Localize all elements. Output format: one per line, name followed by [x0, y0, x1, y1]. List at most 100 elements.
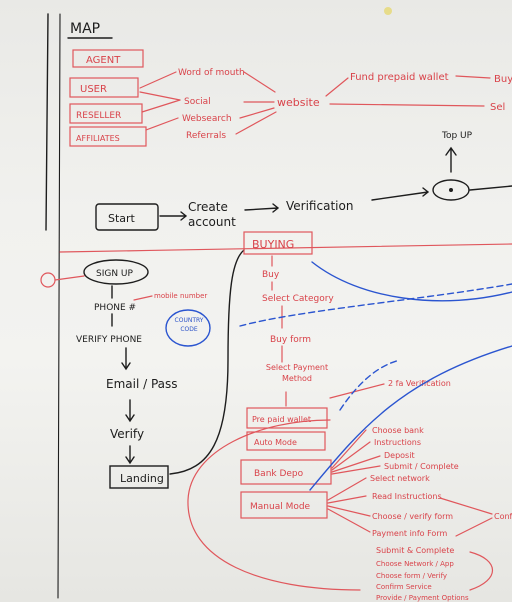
arrow	[125, 445, 135, 465]
arrow	[331, 429, 367, 469]
arrow	[329, 383, 385, 399]
buying-step-form: Buy form	[270, 335, 311, 345]
arrow	[243, 71, 276, 93]
arrow	[54, 275, 85, 281]
user-type-agent: AGENT	[86, 55, 121, 66]
blue-line	[309, 345, 512, 491]
magnet-icon	[384, 7, 392, 15]
loop-line	[469, 551, 494, 591]
signup-step-landing: Landing	[120, 472, 164, 485]
signup-step-verify-phone: VERIFY PHONE	[76, 335, 142, 345]
manual-branch-item: Payment info Form	[372, 529, 447, 538]
buying-title: BUYING	[252, 238, 294, 251]
buying-step-payment-method: Select Payment Method	[265, 363, 329, 383]
channel-word-of-mouth: Word of mouth	[178, 68, 245, 78]
bank-branch-item: Instructions	[374, 438, 421, 447]
method-box	[246, 407, 328, 429]
user-type-box	[69, 77, 139, 98]
arrow	[239, 107, 275, 119]
bank-branch-item: Choose bank	[372, 426, 424, 435]
channel-websearch: Websearch	[182, 114, 232, 124]
arrow	[139, 71, 177, 89]
bank-branch-item: Submit / Complete	[384, 462, 459, 471]
map-title: MAP	[70, 21, 100, 37]
arrow	[327, 508, 371, 533]
arrow	[325, 77, 349, 97]
manual-branch-item: Submit & Complete	[376, 546, 454, 555]
margin-line	[57, 13, 61, 599]
loop-line	[187, 419, 361, 591]
arrow	[145, 117, 179, 131]
method-bank-depo: Bank Depo	[254, 469, 304, 479]
bank-branch-item: Deposit	[384, 451, 415, 460]
arrow	[125, 399, 135, 423]
flow-create: Create account	[188, 200, 236, 229]
method-manual-mode: Manual Mode	[250, 502, 311, 512]
arrow	[327, 495, 367, 504]
user-type-box	[69, 103, 143, 124]
arrow	[139, 91, 181, 101]
manual-branch-item: Choose form / Verify	[376, 572, 447, 580]
user-type-affiliates: AFFILIATES	[76, 134, 120, 143]
website-hub: website	[277, 96, 320, 109]
start-box	[95, 203, 159, 231]
manual-branch-item: Read Instructions	[372, 492, 442, 501]
method-prepaid-wallet: Pre paid wallet	[252, 415, 311, 424]
arrow	[331, 441, 371, 471]
manual-branch-item: Choose Network / App	[376, 560, 454, 568]
landing-to-buying-line	[169, 249, 245, 475]
two-fa-verification: 2 fa Verification	[388, 379, 451, 388]
signup-step-phone: PHONE #	[94, 303, 136, 313]
arrow	[133, 295, 153, 301]
payment-method-wrap: Select Payment Method	[265, 363, 329, 383]
user-type-reseller: RESELLER	[76, 111, 121, 121]
buying-step-category: Select Category	[262, 294, 334, 304]
entry-circle	[40, 272, 56, 288]
flow-create-wrap: Create account	[188, 200, 236, 229]
blue-line	[311, 261, 512, 302]
arrow	[121, 347, 131, 371]
outcome-sell: Sel	[490, 102, 505, 113]
topup-dot	[449, 188, 453, 192]
divider-line	[59, 243, 512, 253]
buying-box	[243, 231, 313, 255]
left-border-line	[45, 13, 49, 231]
arrow	[331, 455, 381, 473]
method-box	[240, 459, 332, 485]
manual-branch-item: Confirm Service	[376, 583, 432, 591]
manual-branch-item: Choose / verify form	[372, 512, 453, 521]
arrow	[327, 505, 371, 517]
country-code-wrap: COUNTRY CODE	[175, 317, 204, 333]
outcome-fund-wallet: Fund prepaid wallet	[350, 72, 449, 83]
topup-label: Top UP	[441, 131, 473, 141]
arrow	[469, 185, 512, 191]
arrow	[327, 477, 367, 501]
country-code-circle	[165, 309, 211, 347]
method-auto-mode: Auto Mode	[254, 438, 297, 447]
arrow	[159, 211, 188, 221]
outcome-buy: Buy	[494, 74, 512, 85]
user-type-box	[69, 126, 147, 147]
flow-verification: Verification	[286, 199, 353, 213]
landing-box	[109, 465, 169, 489]
topup-node	[432, 179, 470, 201]
method-box	[240, 491, 328, 519]
flow-start: Start	[108, 212, 136, 225]
arrow-up-icon	[445, 146, 457, 173]
arrow	[455, 75, 491, 79]
channel-social: Social	[184, 97, 211, 107]
user-type-user: USER	[80, 84, 107, 95]
arrow	[141, 99, 181, 113]
channel-referrals: Referrals	[186, 131, 226, 141]
arrow	[329, 103, 485, 107]
note-mobile-number: mobile number	[154, 292, 207, 300]
user-type-box	[72, 49, 144, 68]
arrow	[235, 111, 277, 135]
arrow	[439, 497, 493, 515]
buying-step-buy: Buy	[262, 270, 280, 280]
arrow	[244, 203, 280, 213]
signup-oval	[83, 259, 149, 285]
blue-dashed-line	[339, 359, 401, 411]
